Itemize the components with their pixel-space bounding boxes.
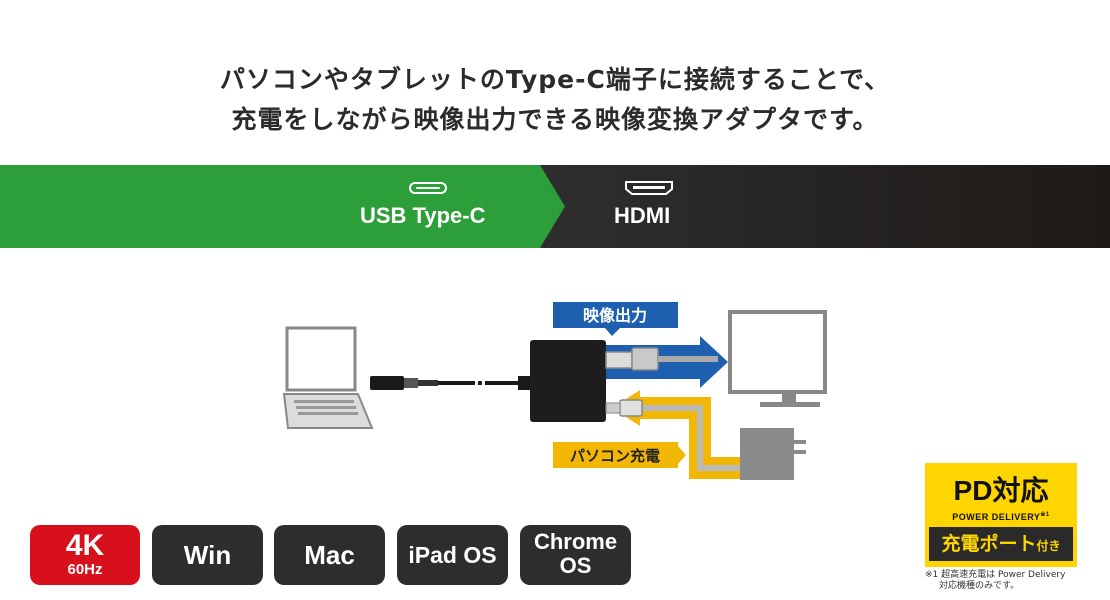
pd-subtitle: POWER DELIVERY※1 bbox=[952, 512, 1050, 522]
pd-title: PD対応 bbox=[953, 475, 1049, 506]
badge-chrome-label: Chrome bbox=[533, 529, 618, 554]
connection-diagram: 映像出力 パソコン充電 bbox=[282, 302, 827, 480]
badge-chrome-os: Chrome OS bbox=[520, 525, 631, 585]
badge-ipad-os: iPad OS bbox=[397, 525, 508, 585]
charger-illustration bbox=[740, 428, 806, 480]
adapter-body bbox=[530, 340, 606, 422]
badge-4k-label: 4K bbox=[65, 529, 105, 562]
laptop-illustration bbox=[282, 326, 374, 429]
badge-win: Win bbox=[152, 525, 263, 585]
footnote-line-2: 対応機種のみです。 bbox=[939, 581, 1020, 591]
hdmi-label: HDMI bbox=[614, 203, 671, 228]
badge-mac: Mac bbox=[274, 525, 385, 585]
usb-type-c-label: USB Type-C bbox=[360, 203, 486, 228]
pc-charge-badge: パソコン充電 bbox=[553, 442, 686, 468]
badge-4k-60hz: 4K 60Hz bbox=[30, 525, 140, 585]
usb-c-cable bbox=[370, 373, 530, 393]
footnote-line-1: ※1 超高速充電は Power Delivery bbox=[925, 570, 1066, 580]
pd-note-mark: ※1 bbox=[1040, 512, 1050, 518]
headline-line-2: 充電をしながら映像出力できる映像変換アダプタです。 bbox=[231, 105, 879, 134]
badge-os-label: OS bbox=[559, 553, 592, 578]
pc-charge-label: パソコン充電 bbox=[570, 447, 660, 465]
banner-green-arrow bbox=[0, 165, 565, 248]
video-output-label: 映像出力 bbox=[583, 306, 647, 325]
hdmi-port-icon bbox=[625, 181, 673, 195]
charging-port-label: 充電ポート付き bbox=[929, 527, 1073, 561]
pd-footnote: ※1 超高速充電は Power Delivery 対応機種のみです。 bbox=[925, 570, 1095, 592]
charge-path bbox=[605, 390, 740, 479]
pd-badge: PD対応 POWER DELIVERY※1 充電ポート付き bbox=[925, 463, 1077, 567]
usb-c-port-icon bbox=[409, 182, 447, 194]
badge-60hz-label: 60Hz bbox=[67, 561, 103, 578]
connection-banner: USB Type-C HDMI bbox=[0, 165, 1110, 248]
video-output-badge: 映像出力 bbox=[553, 302, 678, 336]
video-output-arrow bbox=[605, 336, 728, 388]
headline-line-1: パソコンやタブレットのType-C端子に接続することで、 bbox=[219, 65, 891, 94]
monitor-illustration bbox=[728, 310, 827, 407]
